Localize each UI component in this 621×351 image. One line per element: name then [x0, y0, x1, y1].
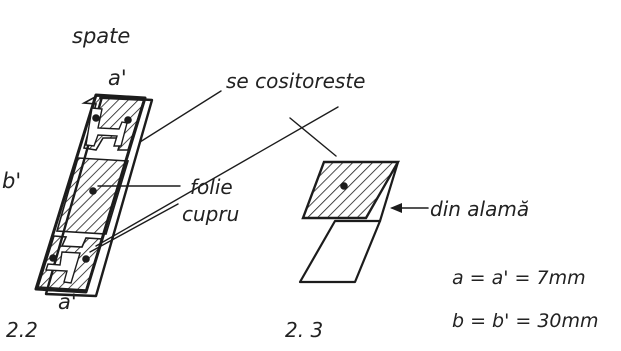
solder-dot	[82, 255, 90, 263]
clip-figure-2-3	[298, 160, 401, 284]
label-se-cositoreste: se cositoreste	[226, 69, 365, 93]
leader-clip-solder-to-board	[95, 106, 339, 247]
label-spate: spate	[72, 24, 130, 48]
figure-number-2-3: 2. 3	[285, 318, 323, 342]
dimension-tick	[43, 289, 87, 293]
leader-lines	[89, 90, 339, 253]
foil-pad-bottom-gap	[45, 251, 81, 284]
leader-foil-to-bottom	[89, 203, 179, 253]
equation-a: a = a' = 7mm	[452, 267, 586, 289]
label-cupru: cupru	[182, 202, 239, 226]
solder-dot	[89, 187, 97, 195]
leader-solder-to-board	[139, 90, 222, 143]
label-din-alama: din alamă	[430, 197, 529, 221]
clip-fold-edge	[378, 196, 389, 223]
label-a-prime-bottom: a'	[58, 290, 77, 314]
board-figure-2-2	[34, 93, 154, 298]
clip-lower-leg	[298, 219, 382, 284]
clip-top-face	[301, 160, 401, 220]
label-a-prime-top: a'	[108, 66, 127, 90]
solder-dot	[124, 116, 132, 124]
leader-solder-to-clip	[289, 117, 337, 157]
equation-b: b = b' = 30mm	[452, 310, 599, 332]
arrow-material	[390, 203, 429, 213]
foil-strip-middle	[55, 157, 130, 235]
label-b-prime: b'	[2, 169, 21, 193]
clip-side-edge	[385, 160, 400, 200]
figure-number-2-2: 2.2	[6, 318, 38, 342]
solder-dot	[340, 182, 348, 190]
dimension-tick	[99, 97, 145, 101]
label-folie: folie	[190, 175, 233, 199]
solder-dot	[92, 114, 100, 122]
solder-dot	[49, 254, 57, 262]
